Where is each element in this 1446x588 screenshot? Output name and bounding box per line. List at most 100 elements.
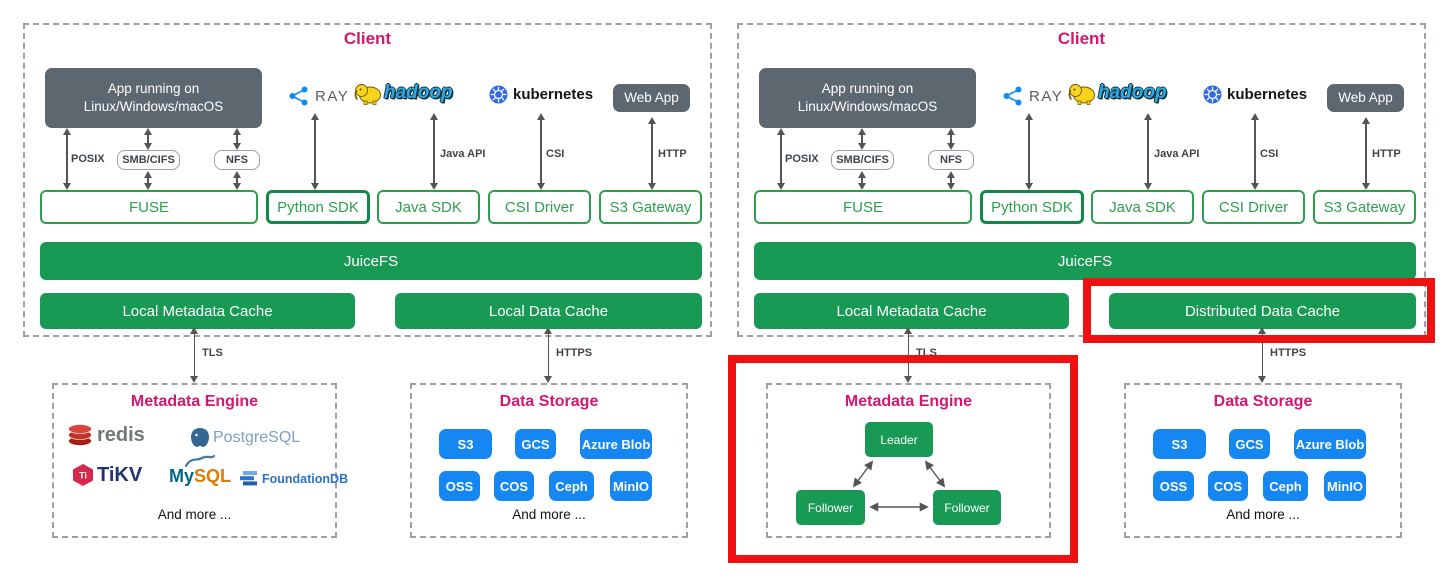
fuse-box: FUSE <box>40 190 258 224</box>
storage-more-label-left: And more ... <box>512 507 586 522</box>
arrow-nfs-bottom <box>232 171 243 190</box>
https-label-right: HTTPS <box>1270 347 1307 359</box>
foundationdb-label: FoundationDB <box>262 471 349 486</box>
hadoop-logo: hadoop <box>1068 81 1167 105</box>
arrow-posix <box>776 128 787 190</box>
app-box-line1: App running on <box>107 80 200 96</box>
arrow-nfs-top <box>232 128 243 150</box>
redis-logo: redis <box>67 423 145 447</box>
arrow-web-app <box>1361 117 1372 190</box>
http-label: HTTP <box>1372 148 1401 160</box>
arrow-tls-left <box>189 327 200 383</box>
arrow-hadoop <box>429 113 440 190</box>
ray-logo: RAY <box>1002 85 1063 107</box>
ceph-chip: Ceph <box>1263 471 1308 501</box>
postgresql-label: PostgreSQL <box>213 429 301 446</box>
arrow-smb-top <box>857 128 868 150</box>
juicefs-bar: JuiceFS <box>754 242 1416 280</box>
java-sdk-box: Java SDK <box>377 190 480 224</box>
https-label-left: HTTPS <box>556 347 593 359</box>
arrow-kubernetes <box>536 113 547 190</box>
http-label: HTTP <box>658 148 687 160</box>
fuse-box: FUSE <box>754 190 972 224</box>
web-app-box: Web App <box>1327 84 1404 112</box>
arrow-https-left <box>543 327 554 383</box>
s3-chip: S3 <box>1153 429 1206 459</box>
raft-leader-box: Leader <box>865 422 933 457</box>
minio-chip: MinIO <box>610 471 652 501</box>
python-sdk-box: Python SDK <box>266 190 370 224</box>
metadata-engine-box-right: Metadata Engine Leader Follower Follower <box>766 383 1051 538</box>
client-title: Client <box>343 29 392 48</box>
arrow-nfs-top <box>946 128 957 150</box>
posix-label: POSIX <box>71 153 105 165</box>
hadoop-label: hadoop <box>1098 82 1167 103</box>
python-sdk-box: Python SDK <box>980 190 1084 224</box>
nfs-box: NFS <box>214 150 260 170</box>
csi-label: CSI <box>1260 148 1279 160</box>
hadoop-elephant-icon <box>354 84 381 105</box>
kubernetes-label: kubernetes <box>1227 86 1308 103</box>
data-storage-title-left: Data Storage <box>499 393 599 410</box>
metadata-more-label-left: And more ... <box>157 507 232 522</box>
csi-driver-box: CSI Driver <box>488 190 591 224</box>
arrow-https-right <box>1257 327 1268 383</box>
highlight-metadata-engine <box>728 355 1078 563</box>
client-title: Client <box>1057 29 1106 48</box>
ray-label: RAY <box>1029 87 1064 105</box>
kubernetes-logo: kubernetes <box>489 85 593 104</box>
arrow-posix <box>62 128 73 190</box>
nfs-box: NFS <box>928 150 974 170</box>
java-api-label: Java API <box>1154 148 1200 160</box>
oss-chip: OSS <box>439 471 480 501</box>
gcs-chip: GCS <box>515 429 556 459</box>
hadoop-elephant-icon <box>1068 84 1095 105</box>
highlight-distributed-data-cache <box>1083 278 1435 343</box>
posix-label: POSIX <box>785 153 819 165</box>
ceph-chip: Ceph <box>549 471 594 501</box>
local-metadata-cache-bar: Local Metadata Cache <box>754 293 1069 329</box>
s3-gateway-box: S3 Gateway <box>1313 190 1416 224</box>
arrow-smb-bottom <box>143 171 154 190</box>
arrow-kubernetes <box>1250 113 1261 190</box>
data-storage-box-right: Data Storage S3 GCS Azure Blob OSS COS C… <box>1124 383 1402 538</box>
gcs-chip: GCS <box>1229 429 1270 459</box>
client-panel-right: Client App running on Linux/Windows/macO… <box>737 23 1426 337</box>
csi-driver-box: CSI Driver <box>1202 190 1305 224</box>
cos-chip: COS <box>494 471 534 501</box>
java-api-label: Java API <box>440 148 486 160</box>
app-box: App running on Linux/Windows/macOS <box>45 68 262 128</box>
metadata-engine-title-left: Metadata Engine <box>130 393 259 410</box>
juicefs-bar: JuiceFS <box>40 242 702 280</box>
data-storage-box-left: Data Storage S3 GCS Azure Blob OSS COS C… <box>410 383 688 538</box>
app-box-line1: App running on <box>821 80 914 96</box>
mysql-logo: MySQL <box>169 455 231 485</box>
s3-chip: S3 <box>439 429 492 459</box>
java-sdk-box: Java SDK <box>1091 190 1194 224</box>
postgresql-icon <box>191 428 209 447</box>
arrow-nfs-bottom <box>946 171 957 190</box>
arrow-ray <box>310 113 321 190</box>
kubernetes-icon <box>489 85 508 104</box>
azure-blob-chip: Azure Blob <box>580 429 652 459</box>
ray-icon <box>1003 86 1022 106</box>
redis-label: redis <box>97 423 145 446</box>
raft-arrows <box>852 460 946 512</box>
minio-chip: MinIO <box>1324 471 1366 501</box>
postgresql-logo: PostgreSQL <box>189 427 300 449</box>
oss-chip: OSS <box>1153 471 1194 501</box>
local-metadata-cache-bar: Local Metadata Cache <box>40 293 355 329</box>
web-app-label: Web App <box>1338 89 1393 105</box>
arrow-smb-top <box>143 128 154 150</box>
kubernetes-logo: kubernetes <box>1203 85 1307 104</box>
tikv-logo: Ti TiKV <box>72 463 142 487</box>
tikv-label: TiKV <box>97 463 143 486</box>
smb-box: SMB/CIFS <box>831 150 894 170</box>
foundationdb-logo: FoundationDB <box>239 471 348 486</box>
arrow-smb-bottom <box>857 171 868 190</box>
foundationdb-icon <box>240 471 257 486</box>
data-storage-title-right: Data Storage <box>1213 393 1313 410</box>
distributed-data-cache-bar: Distributed Data Cache <box>1109 293 1416 329</box>
client-panel-left: Client App running on Linux/Windows/macO… <box>23 23 712 337</box>
